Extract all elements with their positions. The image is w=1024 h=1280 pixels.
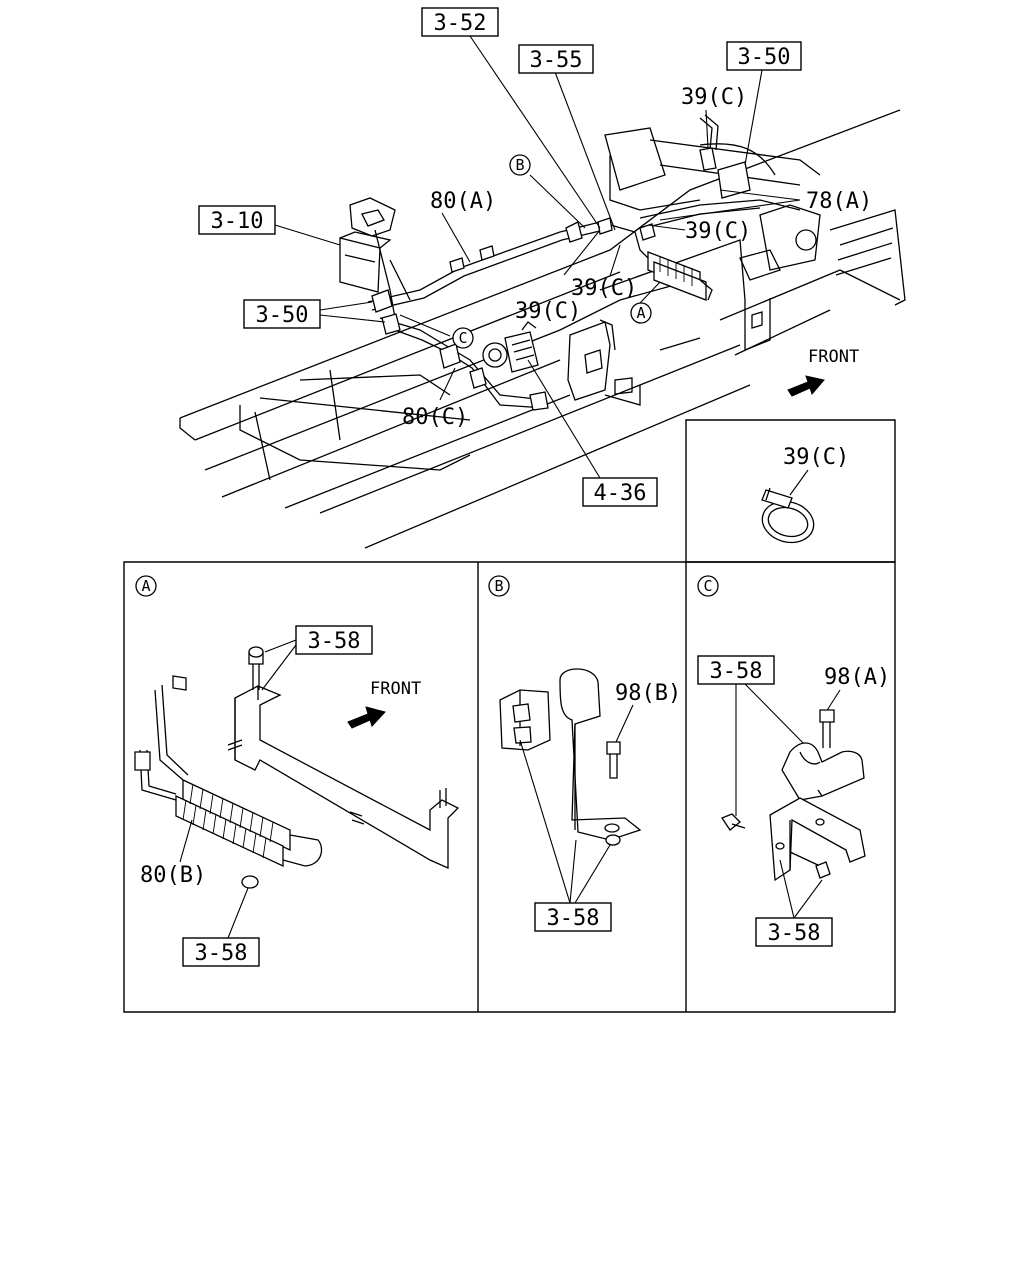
ref-3-55-box <box>518 44 594 74</box>
panel-c-ref-top-label: 3-58 <box>710 659 763 684</box>
panel-a-marker: A <box>141 577 150 595</box>
ref-3-52-label: 3-52 <box>434 11 487 36</box>
panel-c-ref-bottom-box <box>755 917 833 947</box>
ref-4-36-label: 4-36 <box>594 481 647 506</box>
panel-a-ref-top-box <box>295 625 373 655</box>
panel-b-marker: B <box>494 577 503 595</box>
ref-3-10-box <box>198 205 276 235</box>
hose-routing <box>367 114 801 411</box>
front-label: FRONT <box>808 347 859 367</box>
panel-b-ref-label: 3-58 <box>547 906 600 931</box>
panel-b-ref-box <box>534 902 612 932</box>
part-39c-top-label: 39(C) <box>681 85 747 110</box>
ref-3-50-top-box <box>726 41 802 71</box>
panel-a-ref-top-label: 3-58 <box>308 629 361 654</box>
detail-b-marker: B <box>515 156 524 174</box>
part-80a-label: 80(A) <box>430 189 496 214</box>
panel-c-ref-bottom-label: 3-58 <box>768 921 821 946</box>
detail-a-marker-circle <box>630 302 652 324</box>
inset-clamp-label: 39(C) <box>783 445 849 470</box>
ref-3-50-top-label: 3-50 <box>738 45 791 70</box>
leader-lines <box>274 35 801 479</box>
ref-4-36-box <box>582 477 658 507</box>
part-78a-label: 78(A) <box>806 189 872 214</box>
detail-b-marker-circle <box>509 154 531 176</box>
ref-3-52-box <box>421 7 499 37</box>
front-arrow-icon <box>787 375 825 397</box>
ref-3-10-label: 3-10 <box>211 209 264 234</box>
chassis-illustration <box>179 109 906 549</box>
panel-a-ref-bottom-box <box>182 937 260 967</box>
detail-panels-frame <box>123 561 896 1013</box>
detail-c-marker: C <box>458 329 467 347</box>
panel-a-ref-bottom-label: 3-58 <box>195 941 248 966</box>
panel-c: C 3-58 98(A) 3-58 <box>697 575 890 947</box>
ref-3-55-label: 3-55 <box>530 48 583 73</box>
panel-a: A 3-58 FRONT 80(B) 3-58 <box>134 575 460 967</box>
panel-a-front-arrow-icon <box>347 706 386 729</box>
panel-c-marker: C <box>703 577 712 595</box>
ref-3-50-left-box <box>243 299 321 329</box>
part-39c-mid-label-2: 39(C) <box>571 276 637 301</box>
panel-c-part-98a-label: 98(A) <box>824 665 890 690</box>
part-80c-label: 80(C) <box>402 405 468 430</box>
ref-3-50-left-label: 3-50 <box>256 303 309 328</box>
panel-a-part-80b-label: 80(B) <box>140 863 206 888</box>
panel-b: B 98(B) 3-58 <box>488 575 681 932</box>
detail-a-marker: A <box>636 304 645 322</box>
panel-b-part-98b-label: 98(B) <box>615 681 681 706</box>
panel-a-front-label: FRONT <box>370 679 421 699</box>
part-39c-mid-label: 39(C) <box>515 299 581 324</box>
part-39c-mid-right-label: 39(C) <box>685 219 751 244</box>
inset-clamp: 39(C) <box>685 419 896 563</box>
detail-c-marker-circle <box>452 327 474 349</box>
